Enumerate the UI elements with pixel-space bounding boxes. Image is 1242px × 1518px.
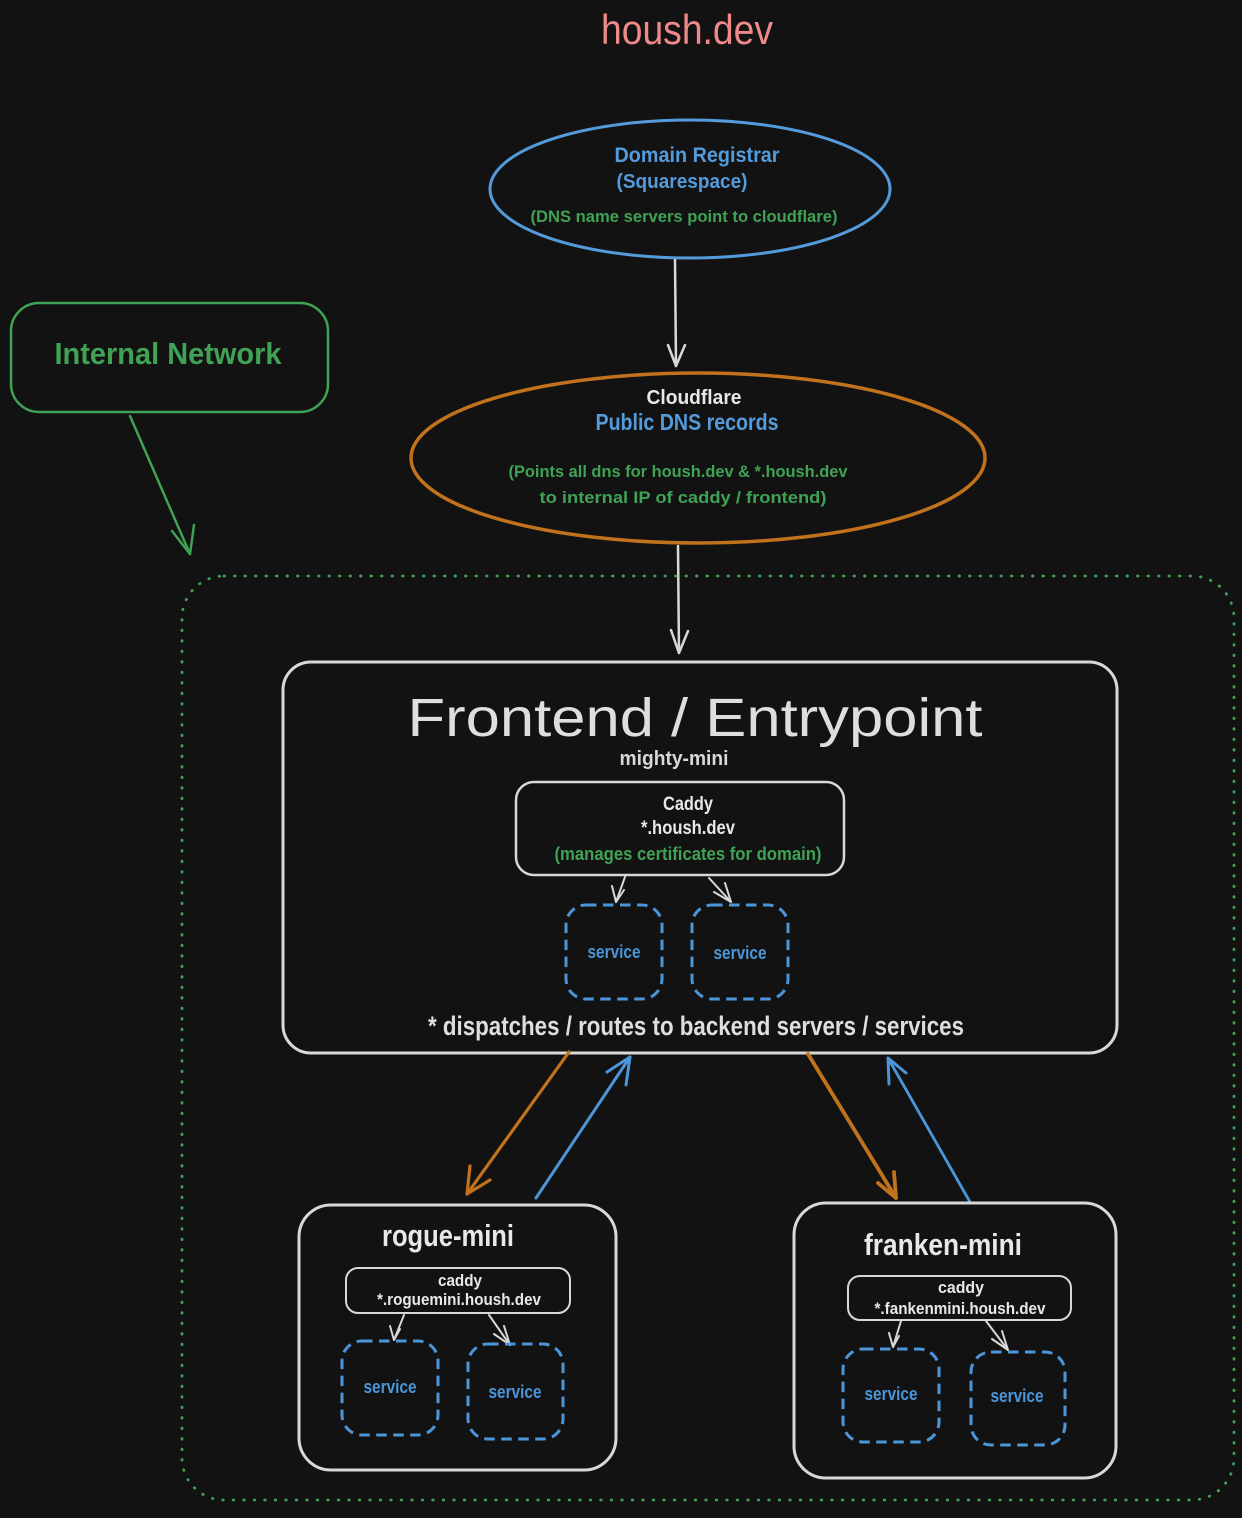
svg-text:service: service (991, 1386, 1044, 1406)
svg-text:caddy: caddy (938, 1278, 985, 1297)
svg-text:mighty-mini: mighty-mini (620, 748, 729, 770)
svg-text:Domain Registrar: Domain Registrar (615, 144, 780, 167)
svg-text:Internal Network: Internal Network (55, 336, 283, 371)
svg-text:service: service (865, 1384, 918, 1404)
svg-text:rogue-mini: rogue-mini (382, 1218, 514, 1253)
svg-text:(Squarespace): (Squarespace) (617, 171, 748, 193)
svg-text:* dispatches / routes to backe: * dispatches / routes to backend servers… (428, 1011, 964, 1041)
svg-text:service: service (364, 1377, 417, 1397)
svg-text:Cloudflare: Cloudflare (647, 387, 742, 409)
svg-text:service: service (588, 942, 641, 962)
svg-text:*.fankenmini.housh.dev: *.fankenmini.housh.dev (875, 1299, 1046, 1318)
svg-text:caddy: caddy (438, 1271, 482, 1290)
svg-text:*.housh.dev: *.housh.dev (641, 818, 735, 839)
svg-text:(Points all dns for housh.dev: (Points all dns for housh.dev & *.housh.… (509, 462, 849, 481)
svg-text:(DNS name servers point to clo: (DNS name servers point to cloudflare) (531, 207, 838, 226)
svg-text:service: service (714, 943, 767, 963)
svg-text:Public DNS records: Public DNS records (596, 409, 779, 435)
svg-text:*.roguemini.housh.dev: *.roguemini.housh.dev (377, 1290, 541, 1309)
svg-text:Caddy: Caddy (663, 794, 713, 815)
svg-text:service: service (489, 1382, 542, 1402)
svg-text:housh.dev: housh.dev (601, 6, 773, 53)
svg-text:Frontend / Entrypoint: Frontend / Entrypoint (408, 688, 983, 748)
svg-text:franken-mini: franken-mini (864, 1227, 1022, 1262)
svg-text:to internal IP of caddy / fron: to internal IP of caddy / frontend) (540, 488, 827, 507)
svg-text:(manages certificates for doma: (manages certificates for domain) (555, 844, 822, 864)
